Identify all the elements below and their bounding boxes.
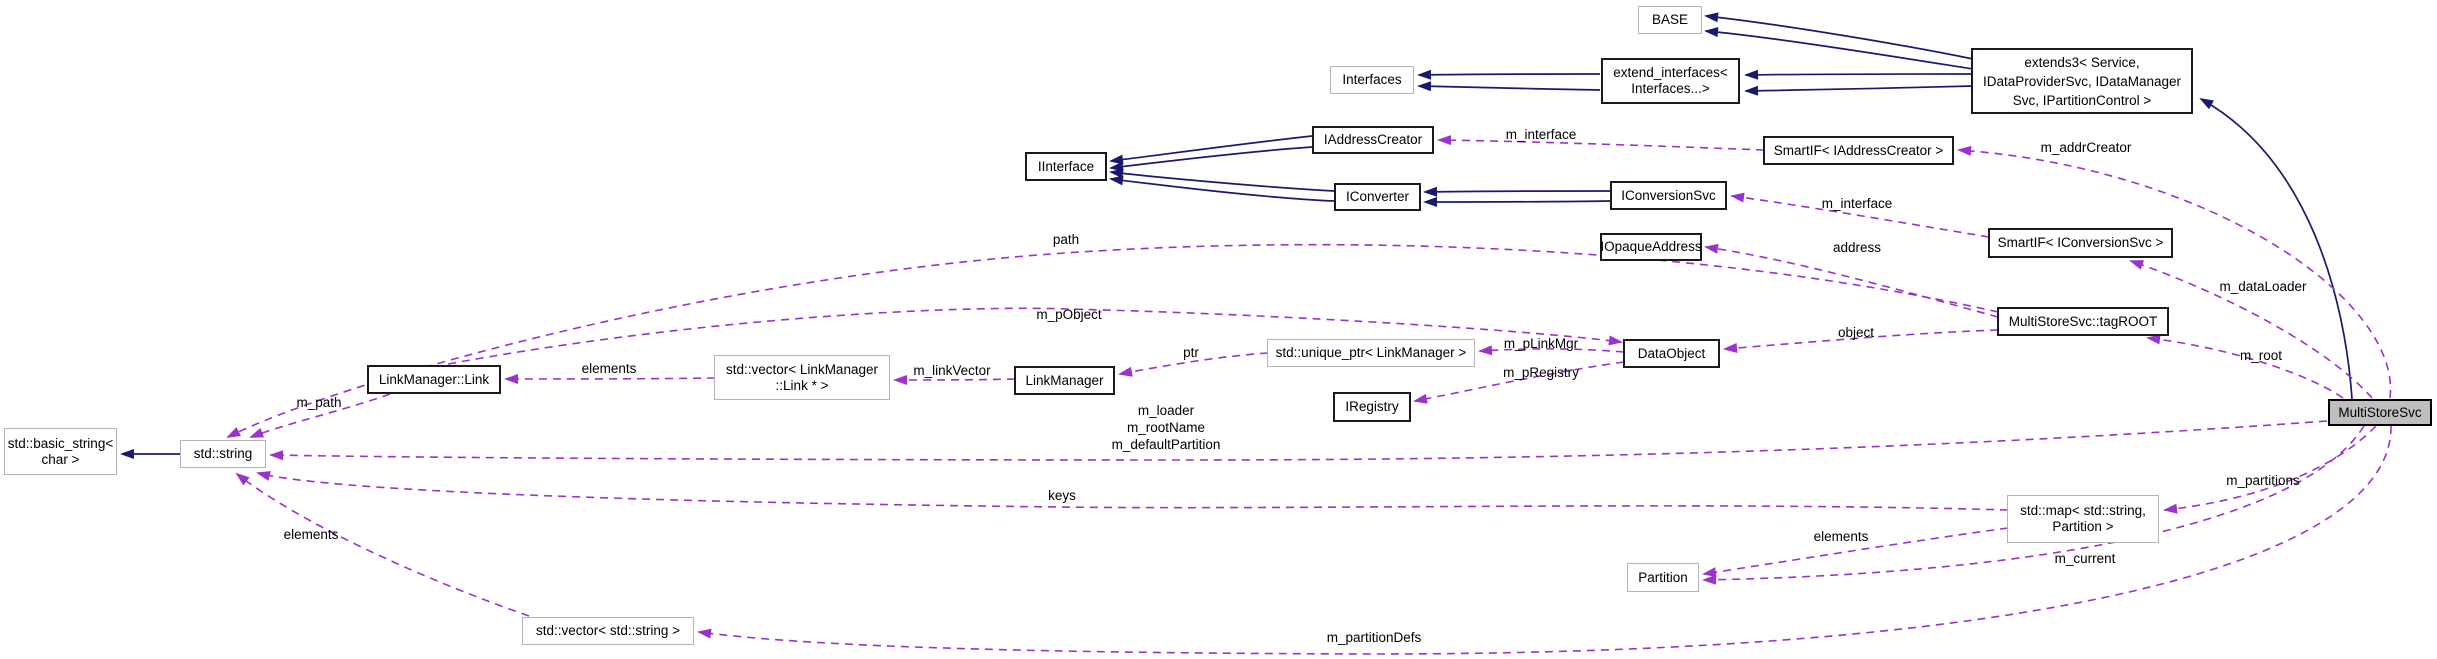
edge-label-m-interface-conv: m_interface [1821,196,1893,211]
edge-vectorlink-link [504,373,716,384]
edge-link-string [249,393,391,438]
edge-iconversionsvc-iconverter-1 [1423,186,1612,197]
edge-tagroot-dataobject [1723,329,1999,354]
edge-label-m-root: m_root [2239,348,2283,363]
node-base[interactable]: BASE [1638,6,1702,34]
edge-multistoresvc-tagroot [2146,334,2344,399]
node-dataobject[interactable]: DataObject [1623,339,1720,368]
edge-extends3-base-1 [1704,12,1974,60]
edge-dataobject-iregistry [1413,361,1625,404]
node-iconverter[interactable]: IConverter [1334,183,1421,211]
edge-iaddresscreator-iinterface-2 [1109,146,1313,172]
node-linkmanager[interactable]: LinkManager [1014,366,1115,395]
edge-iconverter-iinterface-2 [1109,175,1335,202]
edge-label-m-path: m_path [296,395,342,410]
edge-extends3-base-2 [1704,27,1974,70]
edge-multistoresvc-vectorstring [697,425,2392,655]
node-basic-string[interactable]: std::basic_string< char > [4,428,117,475]
edge-label-path: path [1052,232,1080,247]
node-multistoresvc-tagroot[interactable]: MultiStoreSvc::tagROOT [1997,307,2169,336]
node-iinterface[interactable]: IInterface [1025,152,1107,181]
node-iopaque-address[interactable]: IOpaqueAddress [1600,233,1702,261]
node-multistoresvc[interactable]: MultiStoreSvc [2328,399,2432,426]
edge-map-partition [1702,527,2009,578]
node-iaddress-creator[interactable]: IAddressCreator [1312,126,1434,154]
edge-iaddresscreator-iinterface-1 [1109,135,1313,165]
edge-extendinterfaces-interfaces-2 [1417,81,1601,92]
edge-extends3-extendinterfaces-1 [1744,69,1974,80]
edge-multistoresvc-smartifaddr [1957,145,2392,399]
node-interfaces[interactable]: Interfaces [1330,66,1414,94]
edge-label-elements-partition: elements [1813,529,1869,544]
edge-iconversionsvc-iconverter-2 [1423,196,1612,207]
node-map-string-partition[interactable]: std::map< std::string, Partition > [2007,495,2159,543]
edge-label-m-pobject: m_pObject [1036,307,1102,322]
edge-extends3-extendinterfaces-2 [1744,85,1974,96]
edge-label-elements-link: elements [581,361,637,376]
edge-multistoresvc-partition [1702,425,2365,585]
edge-linkmanager-vectorlink [893,374,1016,385]
edge-dataobject-uniqueptr [1478,345,1625,356]
node-linkmanager-link[interactable]: LinkManager::Link [367,365,501,394]
edge-label-m-current: m_current [2054,551,2116,566]
edge-extendinterfaces-interfaces-1 [1417,69,1601,80]
node-iconversion-svc[interactable]: IConversionSvc [1610,181,1727,210]
edge-label-m-addrcreator: m_addrCreator [2040,140,2132,155]
node-vector-string[interactable]: std::vector< std::string > [522,617,694,645]
edge-label-m-pregistry: m_pRegistry [1503,365,1579,380]
edge-smartifconv-iconversionsvc [1730,192,1990,238]
edge-map-string-keys [256,471,2009,511]
edge-vectorstring-string [235,472,530,617]
node-vector-linkmanager-link[interactable]: std::vector< LinkManager ::Link * > [714,355,890,400]
edge-tagroot-iopaqueaddress [1704,243,1999,318]
edge-uniqueptr-linkmanager [1118,352,1269,377]
node-std-string[interactable]: std::string [180,440,266,468]
node-smartif-iaddresscreator[interactable]: SmartIF< IAddressCreator > [1763,136,1954,165]
edge-label-m-interface-addr: m_interface [1505,127,1577,142]
node-extends3[interactable]: extends3< Service, IDataProviderSvc, IDa… [1971,48,2193,114]
node-iregistry[interactable]: IRegistry [1333,392,1411,422]
edge-smartifaddr-iaddresscreator [1437,135,1765,151]
edge-label-m-partitiondefs: m_partitionDefs [1326,630,1422,645]
edge-label-m-plinkmgr: m_pLinkMgr [1503,336,1579,351]
edge-label-ptr: ptr [1183,345,1199,360]
edge-label-m-partitions: m_partitions [2226,473,2300,488]
node-smartif-iconversionsvc[interactable]: SmartIF< IConversionSvc > [1988,228,2173,258]
edge-multistoresvc-smartifconv [2129,260,2373,399]
edge-label-member-group: m_loader m_rootName m_defaultPartition [1111,403,1221,452]
edge-label-address: address [1832,240,1882,255]
node-partition[interactable]: Partition [1627,563,1699,592]
node-extend-interfaces[interactable]: extend_interfaces< Interfaces...> [1601,58,1740,104]
edge-iconverter-iinterface-1 [1109,168,1335,192]
edge-tagroot-string-path [226,243,1999,438]
node-unique-ptr-linkmanager[interactable]: std::unique_ptr< LinkManager > [1267,339,1475,367]
edge-multistoresvc-string-members [269,420,2328,461]
edge-multistoresvc-map [2163,425,2377,514]
edge-label-object: object [1837,325,1875,340]
edge-label-m-dataloader: m_dataLoader [2219,279,2307,294]
edge-label-m-linkvector: m_linkVector [913,363,991,378]
edge-label-elements-string: elements [283,527,339,542]
edge-link-dataobject [447,307,1623,365]
edge-multistoresvc-extends3 [2199,98,2353,400]
edge-label-keys: keys [1048,488,1076,503]
